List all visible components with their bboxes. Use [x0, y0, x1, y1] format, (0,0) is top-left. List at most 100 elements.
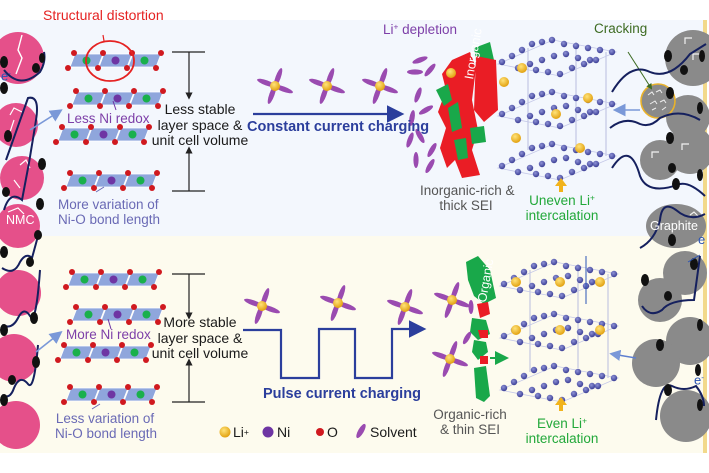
carbon-atom	[520, 372, 528, 380]
nmc-cathode-column	[0, 32, 63, 449]
o-atom	[160, 88, 166, 94]
graphite-mark	[651, 37, 700, 217]
ni-atom	[111, 56, 120, 65]
carbon-atom	[546, 342, 554, 350]
o-atom	[61, 399, 67, 405]
tm-atom	[128, 130, 137, 139]
carbon-atom	[592, 108, 600, 116]
o-atom	[148, 342, 154, 348]
nmc-lattice-bottom	[55, 269, 166, 405]
carbon-atom	[520, 320, 528, 328]
stability-marker-bottom	[172, 273, 205, 403]
bond-length-label-bottom: Less variation of Ni-O bond length	[55, 411, 157, 441]
o-atom	[160, 304, 166, 310]
tm-atom	[70, 130, 79, 139]
ni-atom	[113, 94, 122, 103]
electron-pointer	[687, 254, 701, 263]
sei-desc-line-1: Organic-rich	[433, 407, 507, 422]
o-atom	[119, 342, 125, 348]
ni-atom	[107, 390, 116, 399]
bond-pointer	[91, 403, 101, 410]
carbon-atom	[582, 386, 590, 394]
li-ion	[555, 325, 565, 335]
carbon-atom	[510, 378, 518, 386]
intercalation-text: Even Li	[537, 416, 583, 431]
carbon-atom	[558, 344, 566, 352]
intercalation-line-1: Uneven Li+	[522, 193, 602, 208]
o-atom	[90, 342, 96, 348]
carbon-atom	[544, 120, 552, 128]
carbon-atom	[532, 66, 540, 74]
carbon-atom	[500, 280, 508, 288]
anode-to-lattice-arrow	[609, 349, 637, 361]
carbon-atom	[562, 314, 570, 322]
sei-organic-block	[474, 366, 490, 402]
carbon-atom	[548, 88, 556, 96]
sei-organic-block	[466, 256, 496, 304]
stability-line-2: layer space &	[157, 116, 243, 133]
li-ion	[447, 295, 457, 305]
tm-atom	[80, 275, 89, 284]
solvent-molecule	[409, 110, 415, 126]
carbon-atom	[538, 108, 546, 116]
nmc-particle	[0, 401, 40, 449]
tm-atom	[72, 348, 81, 357]
carbon-atom	[516, 338, 524, 346]
bond-length-line-1: Less variation of	[55, 411, 155, 426]
sei-desc-line-1: Inorganic-rich &	[420, 183, 515, 198]
carbon-atom	[550, 156, 558, 164]
o-atom	[73, 88, 79, 94]
carbon-atom	[530, 314, 538, 322]
stability-line-1: Less stable	[164, 101, 236, 117]
carbon-atom	[552, 378, 560, 386]
sei-inorganic-block	[477, 302, 490, 318]
ni-atom	[101, 348, 110, 357]
carbon-atom	[530, 262, 538, 270]
graphene-plane	[496, 39, 618, 77]
o-atom	[149, 185, 155, 191]
carbon-atom	[588, 330, 596, 338]
o-atom	[88, 124, 94, 130]
o-atom	[154, 170, 160, 176]
cracking-label: Cracking	[594, 21, 648, 36]
carbon-atom	[538, 142, 546, 150]
legend-label: Solvent	[370, 424, 417, 440]
bond-length-label-top: More variation of Ni-O bond length	[58, 197, 160, 227]
carbon-atom	[588, 382, 596, 390]
carbon-atom	[556, 70, 564, 78]
graphene-plane	[496, 143, 618, 181]
carbon-atom	[596, 150, 604, 158]
carbon-atom	[580, 164, 588, 172]
o-atom	[125, 170, 131, 176]
carbon-atom	[540, 382, 548, 390]
carbon-atom	[608, 152, 616, 160]
tm-atom	[84, 310, 93, 319]
intercalation-line-2: intercalation	[525, 208, 599, 224]
o-atom	[53, 139, 59, 145]
li-ion	[555, 277, 565, 287]
o-atom	[141, 139, 147, 145]
o-atom	[93, 284, 99, 290]
li-ion	[583, 93, 593, 103]
carbon-atom	[562, 154, 570, 162]
carbon-atom	[508, 52, 516, 60]
tm-atom	[142, 94, 151, 103]
carbon-atom	[498, 58, 506, 66]
li-depletion-label: Li+ depletion	[383, 22, 457, 37]
bond-pointer	[95, 186, 105, 193]
carbon-atom	[574, 264, 582, 272]
carbon-atom	[580, 112, 588, 120]
binder-line	[1, 269, 41, 328]
o-atom	[102, 88, 108, 94]
o-atom	[85, 357, 91, 363]
carbon-atom	[596, 46, 604, 54]
carbon-atom	[610, 322, 618, 330]
carbon-atom	[550, 362, 558, 370]
li-ion	[499, 77, 509, 87]
sei-inorganic-block	[470, 126, 486, 144]
carbon-atom	[500, 384, 508, 392]
carbon-atom	[532, 118, 540, 126]
crack-pattern	[647, 89, 667, 111]
o-atom	[131, 304, 137, 310]
crack-line	[15, 34, 23, 75]
